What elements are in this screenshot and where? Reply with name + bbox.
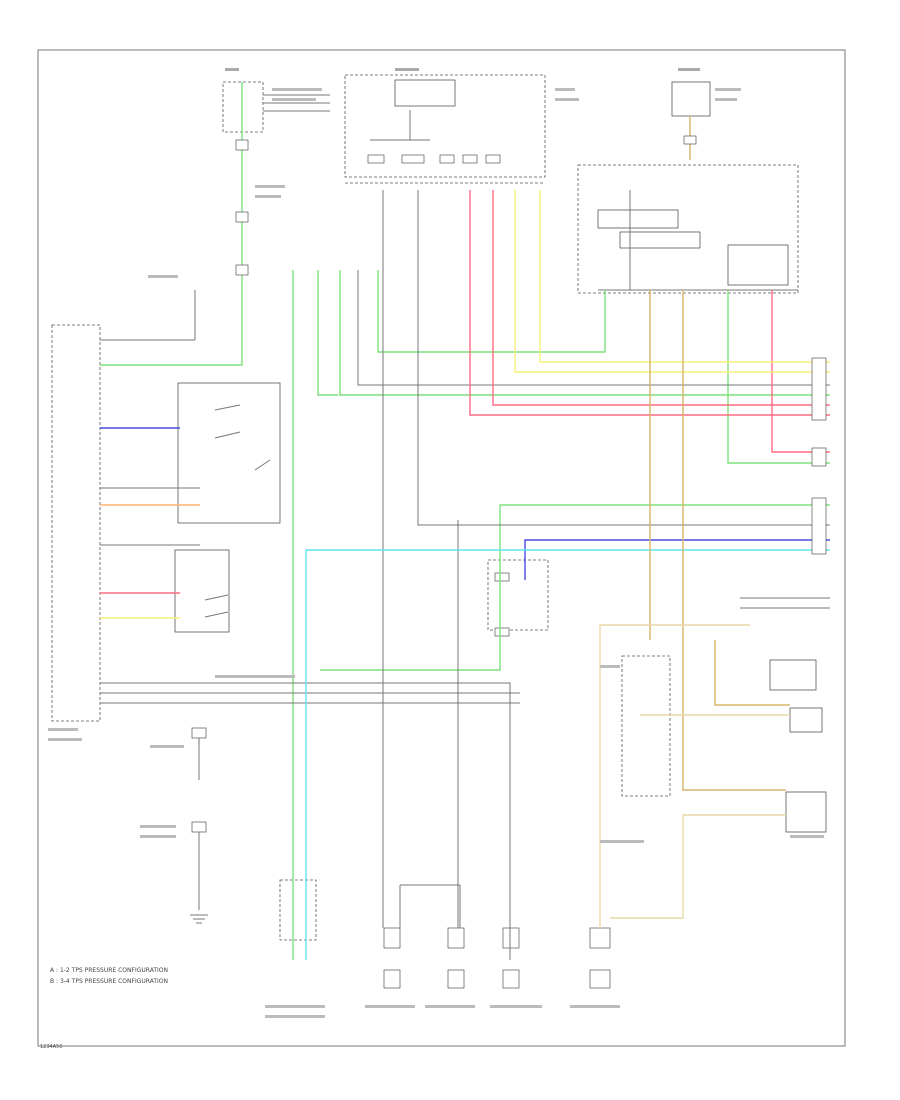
switch-group xyxy=(174,382,281,633)
right-control-unit xyxy=(577,164,799,294)
right-edge-terminals xyxy=(811,357,827,555)
wire-yellow xyxy=(100,190,830,619)
relay-box-right xyxy=(671,81,711,160)
legend: A : 1-2 TPS PRESSURE CONFIGURATION B : 3… xyxy=(50,967,168,985)
fuse-block-left xyxy=(222,81,330,290)
bottom-connector-row xyxy=(279,879,611,989)
legend-item-a: A : 1-2 TPS PRESSURE CONFIGURATION xyxy=(50,967,168,974)
legend-item-b: B : 3-4 TPS PRESSURE CONFIGURATION xyxy=(50,978,168,985)
pressure-sensor-cluster xyxy=(621,655,827,833)
wire-red xyxy=(100,190,830,594)
diagram-frame xyxy=(37,49,846,1047)
diagram-code: 1234A56 xyxy=(40,1044,63,1050)
combination-meter-connector xyxy=(51,290,196,722)
wire-grey xyxy=(100,190,830,960)
wire-cyan xyxy=(305,549,830,960)
wire-tan xyxy=(599,290,790,928)
ground-block xyxy=(190,727,208,924)
component-label-marks xyxy=(48,68,824,1018)
wire-blue xyxy=(100,427,830,580)
mid-sensor-module xyxy=(487,559,549,637)
center-control-module xyxy=(344,74,546,184)
wire-green xyxy=(100,270,830,960)
